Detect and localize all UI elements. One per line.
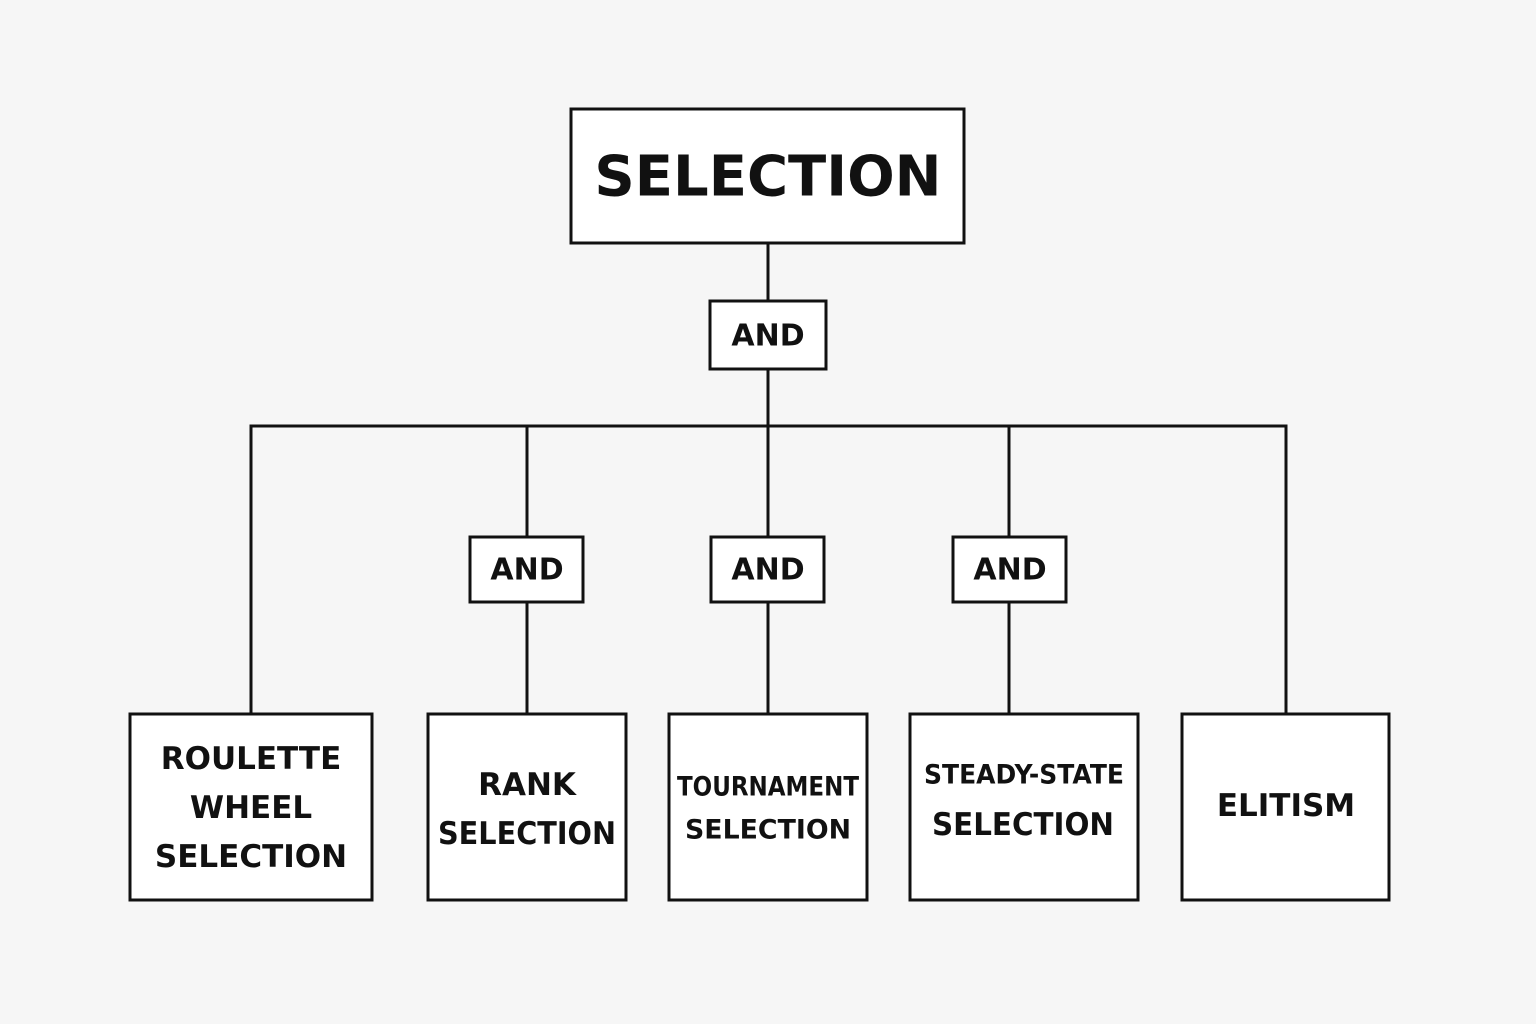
leaf-steady-state-selection: STEADY-STATE SELECTION (908, 712, 1140, 902)
and-gate-top-label: AND (731, 319, 804, 354)
and-gate-tournament-box (709, 535, 826, 604)
leaf-roulette-line-1: ROULETTE (161, 741, 342, 777)
leaf-tournament-selection: TOURNAMENT SELECTION (667, 712, 869, 902)
leaf-roulette-line-3: SELECTION (155, 839, 347, 875)
leaf-elitism-box (1180, 712, 1391, 902)
leaf-roulette-wheel-selection: ROULETTE WHEEL SELECTION (128, 712, 374, 902)
leaf-elitism-line-1: ELITISM (1217, 788, 1355, 824)
and-gate-rank-box (468, 535, 585, 604)
leaf-steady-state-line-2: SELECTION (932, 807, 1114, 843)
leaf-rank-selection: RANK SELECTION (426, 712, 628, 902)
and-gate-tournament: AND (709, 535, 826, 604)
leaf-elitism: ELITISM (1180, 712, 1391, 902)
and-gate-top-box (708, 299, 828, 371)
root-box (569, 107, 966, 245)
leaf-tournament-line-1: TOURNAMENT (677, 772, 859, 803)
leaf-tournament-box (667, 712, 869, 902)
leaf-steady-state-line-1: STEADY-STATE (924, 760, 1124, 791)
leaf-rank-box (426, 712, 628, 902)
and-gate-steady-state-label: AND (973, 553, 1046, 588)
and-gate-top: AND (708, 299, 828, 371)
and-gate-steady-state-box (951, 535, 1068, 604)
and-gate-tournament-label: AND (731, 553, 804, 588)
connectors (249, 241, 1288, 716)
root-label: SELECTION (594, 145, 941, 210)
and-gate-steady-state: AND (951, 535, 1068, 604)
leaf-tournament-line-2: SELECTION (685, 815, 851, 846)
leaf-steady-state-box (908, 712, 1140, 902)
and-gate-rank-label: AND (490, 553, 563, 588)
leaf-roulette-line-2: WHEEL (190, 790, 312, 826)
leaf-roulette-box (128, 712, 374, 902)
leaf-rank-line-2: SELECTION (438, 816, 616, 852)
leaf-rank-line-1: RANK (478, 767, 577, 803)
root-node: SELECTION (569, 107, 966, 245)
and-gate-rank: AND (468, 535, 585, 604)
